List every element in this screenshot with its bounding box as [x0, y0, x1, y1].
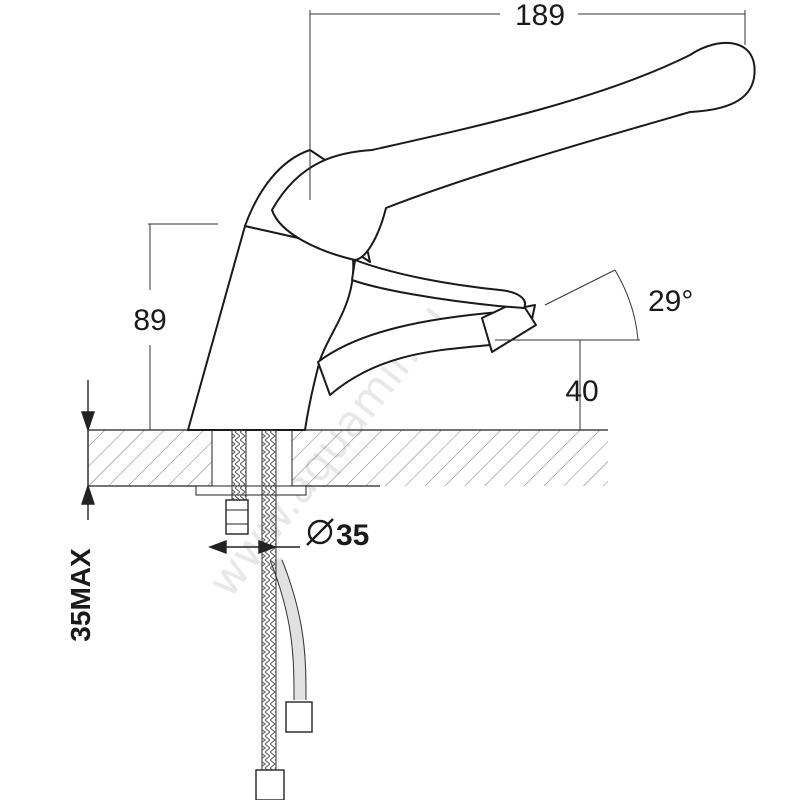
- dimension-max-thickness: [81, 380, 95, 520]
- dimension-body-height: [148, 223, 218, 430]
- dimension-handle-angle-label: 29°: [648, 285, 693, 318]
- countertop: [88, 429, 608, 487]
- dimension-handle-angle: [544, 269, 639, 341]
- faucet-body: [187, 41, 756, 431]
- dimension-hole-diameter: [208, 539, 300, 555]
- dimension-width: [309, 10, 746, 200]
- dimension-max-thickness-label: 35MAX: [65, 548, 96, 642]
- dimension-spout-height: [495, 339, 640, 430]
- diameter-symbol-icon: [306, 518, 334, 546]
- dimension-hole-diameter-label: 35: [336, 519, 369, 552]
- dimension-width-label: 189: [515, 0, 565, 32]
- dimension-body-height-label: 89: [133, 304, 166, 337]
- supply-hoses: [195, 429, 313, 800]
- dimension-spout-height-label: 40: [565, 375, 598, 408]
